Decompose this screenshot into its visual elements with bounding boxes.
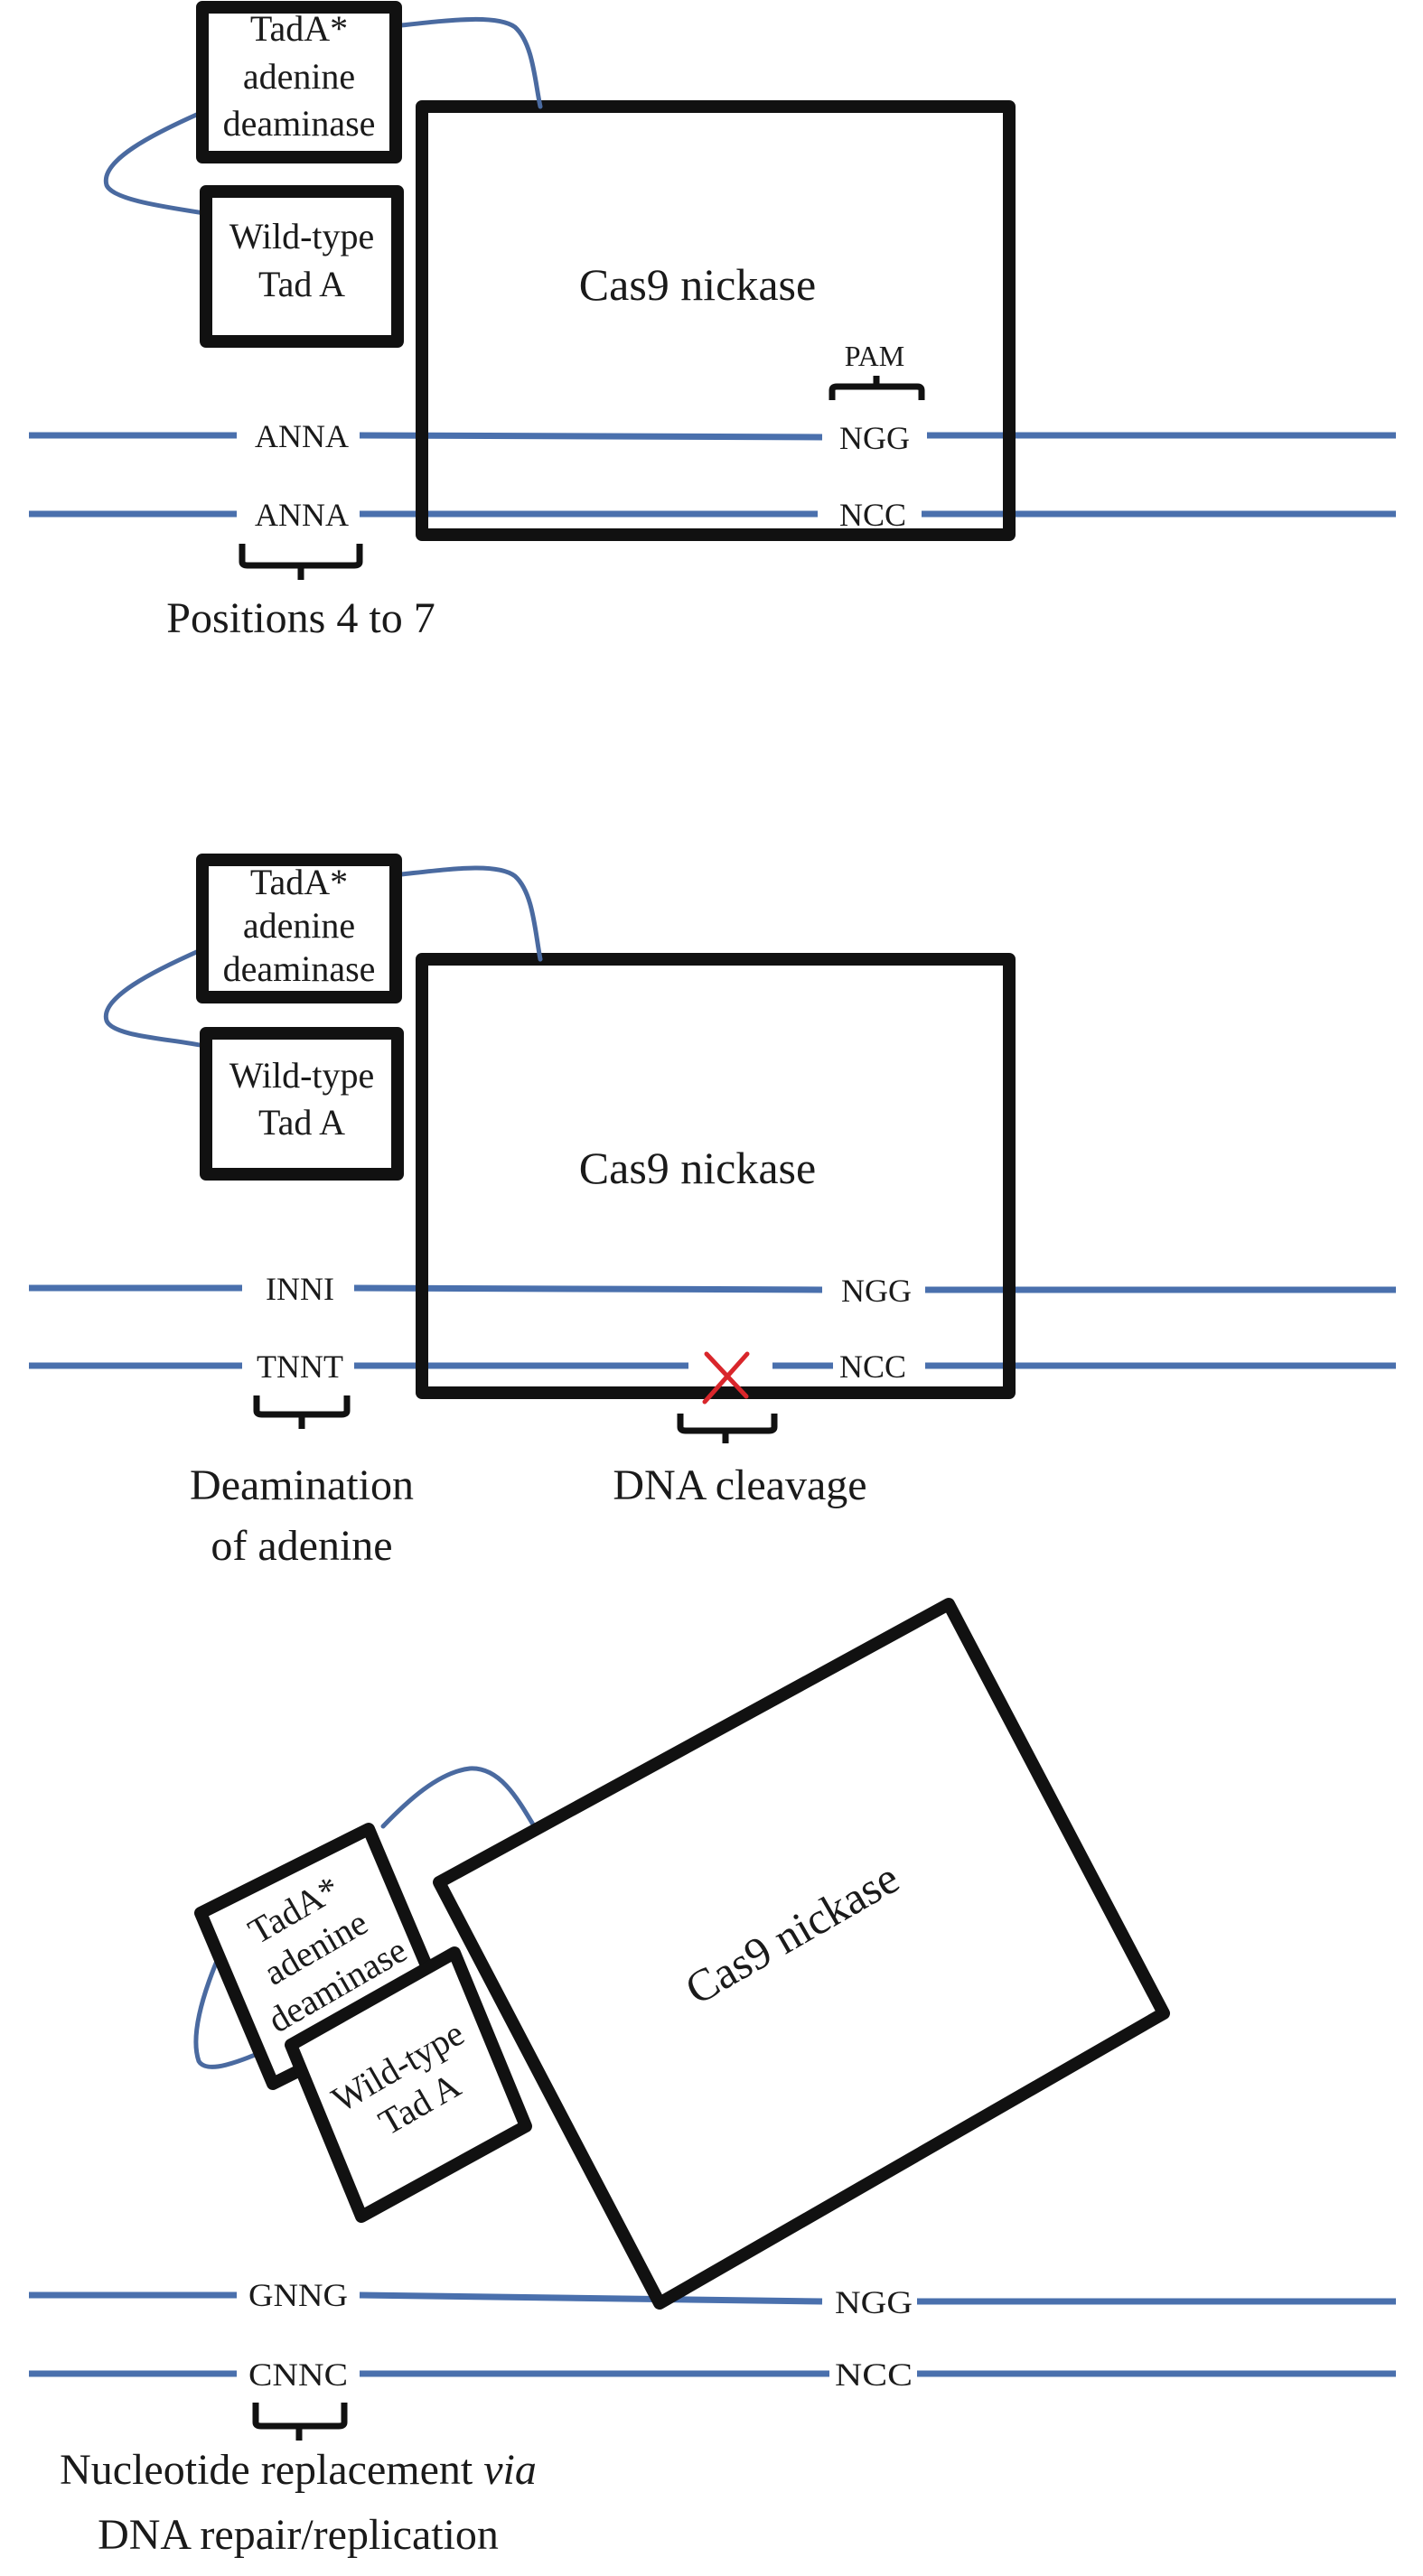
- tada-star-label: adenine: [243, 56, 355, 97]
- tada-star-box: [196, 1, 402, 163]
- wild-type-tada-box: [200, 1027, 404, 1181]
- wild-type-label: Tad A: [258, 1102, 345, 1143]
- cas9-nickase-box: [416, 100, 1016, 541]
- linker-between-tada: [103, 110, 207, 216]
- cleavage-x-icon: [702, 1351, 750, 1405]
- panel-deamination: Cas9 nickase TadA* adenine deaminase Wil…: [29, 854, 1396, 1570]
- top-strand-segment: [359, 432, 823, 441]
- tada-star-box: [196, 854, 402, 1003]
- top-target-sequence: GNNG: [248, 2277, 348, 2313]
- top-strand-segment: [359, 2291, 823, 2305]
- linker-between-tada: [103, 947, 207, 1049]
- bottom-target-sequence: TNNT: [257, 1349, 343, 1385]
- linker-to-cas9: [398, 865, 543, 962]
- panel-replacement: Cas9 nickase TadA* adenine deaminase Wil…: [29, 1598, 1396, 2559]
- wild-type-label: Tad A: [258, 264, 345, 304]
- cas9-label: Cas9 nickase: [579, 1143, 816, 1193]
- top-target-sequence: ANNA: [255, 418, 349, 454]
- bottom-pam-sequence: NCC: [839, 497, 906, 533]
- panel-binding: Cas9 nickase TadA* adenine deaminase Wil…: [29, 1, 1396, 642]
- replacement-annotation-italic: via: [483, 2446, 537, 2494]
- pam-label: PAM: [845, 340, 904, 372]
- top-pam-sequence: NGG: [841, 1273, 912, 1309]
- top-target-sequence: INNI: [266, 1271, 334, 1307]
- tada-star-label: deaminase: [223, 948, 376, 989]
- replacement-annotation-line1: Nucleotide replacement via: [60, 2446, 537, 2494]
- replacement-annotation-line2: DNA repair/replication: [98, 2511, 499, 2559]
- wild-type-label: Wild-type: [229, 1055, 375, 1096]
- tada-star-label: TadA*: [250, 862, 348, 902]
- bottom-target-sequence: ANNA: [255, 497, 349, 533]
- cleavage-annotation: DNA cleavage: [613, 1461, 866, 1509]
- linker-to-cas9: [398, 16, 543, 109]
- replacement-brace: [252, 2403, 348, 2441]
- positions-brace: [239, 544, 363, 580]
- linker-to-cas9: [380, 1766, 541, 1836]
- wild-type-tada-box: [200, 185, 404, 348]
- deamination-annotation: Deamination: [190, 1461, 414, 1509]
- tada-star-label: deaminase: [223, 103, 376, 144]
- tada-star-label: TadA*: [250, 8, 348, 49]
- cleavage-brace: [677, 1414, 778, 1443]
- bottom-pam-sequence: NCC: [835, 2357, 913, 2393]
- replacement-annotation-text: Nucleotide replacement: [60, 2446, 483, 2494]
- cas9-label: Cas9 nickase: [579, 259, 816, 310]
- bottom-target-sequence: CNNC: [248, 2357, 348, 2393]
- deamination-annotation: of adenine: [211, 1522, 392, 1570]
- top-pam-sequence: NGG: [835, 2284, 913, 2320]
- wild-type-label: Wild-type: [229, 216, 375, 257]
- bottom-pam-sequence: NCC: [839, 1349, 906, 1385]
- top-strand-segment: [353, 1284, 823, 1293]
- pam-brace: [829, 376, 925, 400]
- cas9-nickase-box: [433, 1598, 1170, 2310]
- wild-type-tada-box: [285, 1946, 532, 2223]
- positions-annotation: Positions 4 to 7: [166, 594, 435, 642]
- top-pam-sequence: NGG: [839, 420, 910, 456]
- tada-star-label: adenine: [243, 905, 355, 946]
- deamination-brace: [253, 1395, 351, 1429]
